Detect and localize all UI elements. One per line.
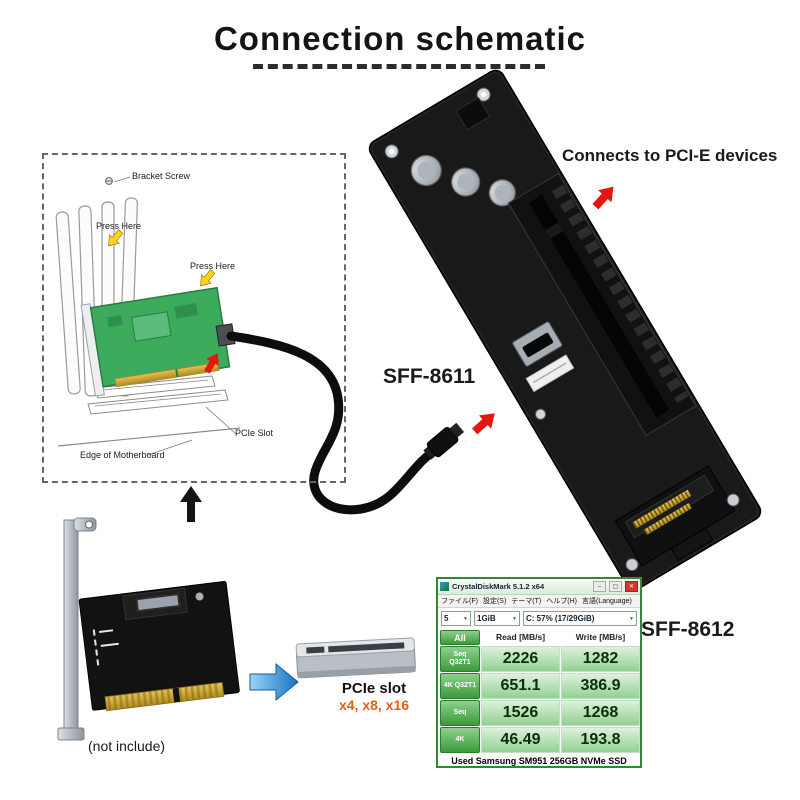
write-column-header: Write [MB/s] bbox=[561, 630, 640, 645]
seq-write-value: 1268 bbox=[561, 700, 640, 726]
pcie-x16-slot bbox=[507, 172, 697, 437]
board-sff8611-port bbox=[512, 321, 563, 367]
press-here-label: Press Here bbox=[190, 261, 236, 271]
4k-read-value: 46.49 bbox=[481, 727, 560, 753]
seq-q32t1-button[interactable]: Seq Q32T1 bbox=[440, 646, 480, 672]
benchmark-window: CrystalDiskMark 5.1.2 x64 – ▢ ✕ ファイル(F) … bbox=[436, 577, 642, 768]
benchmark-menubar: ファイル(F) 設定(S) テーマ(T) ヘルプ(H) 言語(Language) bbox=[438, 595, 640, 608]
pcie-slot-3d-graphic bbox=[295, 637, 416, 679]
sff-8611-label: SFF-8611 bbox=[383, 365, 476, 388]
bracket-screw-icon bbox=[105, 176, 131, 185]
benchmark-footer-note: Used Samsung SM951 256GB NVMe SSD bbox=[451, 756, 627, 766]
chevron-down-icon: ▼ bbox=[463, 615, 468, 622]
low-profile-card-photo bbox=[57, 517, 240, 741]
test-count-value: 5 bbox=[444, 614, 449, 623]
up-arrow-icon bbox=[180, 486, 202, 522]
cable-plug-sff8611 bbox=[423, 422, 465, 460]
seq-q32t1-write-value: 1282 bbox=[561, 646, 640, 672]
4k-q32t1-button[interactable]: 4K Q32T1 bbox=[440, 673, 480, 699]
seq-read-value: 1526 bbox=[481, 700, 560, 726]
bracket-screw-label: Bracket Screw bbox=[132, 171, 191, 181]
press-here-label: Press Here bbox=[96, 221, 142, 231]
card-sff8612-port bbox=[137, 595, 179, 611]
4k-write-value: 193.8 bbox=[561, 727, 640, 753]
4k-button[interactable]: 4K bbox=[440, 727, 480, 753]
pcie-slot-art-label: PCIe Slot bbox=[235, 428, 274, 438]
close-button[interactable]: ✕ bbox=[625, 581, 638, 592]
metal-bracket bbox=[57, 517, 97, 741]
minimize-button[interactable]: – bbox=[593, 581, 606, 592]
menu-item-help[interactable]: ヘルプ(H) bbox=[546, 598, 577, 605]
green-adapter-card-art bbox=[80, 286, 236, 397]
4k-q32t1-read-value: 651.1 bbox=[481, 673, 560, 699]
blue-arrow-icon bbox=[249, 662, 299, 702]
connects-to-pcie-label: Connects to PCI-E devices bbox=[562, 146, 778, 165]
seq-button[interactable]: Seq bbox=[440, 700, 480, 726]
pcie-slot-line-art bbox=[57, 375, 241, 456]
edge-of-motherboard-label: Edge of Motherboard bbox=[80, 450, 165, 460]
maximize-button[interactable]: ▢ bbox=[609, 581, 622, 592]
test-size-value: 1GiB bbox=[477, 614, 496, 623]
not-include-label: (not include) bbox=[88, 738, 166, 754]
riser-board bbox=[368, 69, 762, 591]
read-column-header: Read [MB/s] bbox=[481, 630, 560, 645]
red-arrow-icon bbox=[588, 180, 621, 213]
pcie-slot-caption-sizes: x4, x8, x16 bbox=[338, 697, 410, 713]
benchmark-titlebar: CrystalDiskMark 5.1.2 x64 – ▢ ✕ bbox=[438, 579, 640, 595]
menu-item-settings[interactable]: 設定(S) bbox=[482, 598, 507, 605]
all-test-button[interactable]: All bbox=[440, 630, 480, 645]
title-dashed-underline bbox=[253, 64, 545, 69]
crystaldiskmark-app-icon bbox=[440, 582, 449, 591]
menu-item-file[interactable]: ファイル(F) bbox=[441, 598, 478, 605]
target-drive-value: C: 57% (17/29GiB) bbox=[526, 614, 595, 623]
sff-8612-label: SFF-8612 bbox=[641, 618, 735, 641]
minisas-cable bbox=[226, 331, 439, 515]
benchmark-controls: 5 ▼ 1GiB ▼ C: 57% (17/29GiB) ▼ bbox=[438, 608, 640, 629]
capacitors bbox=[410, 154, 516, 207]
target-drive-select[interactable]: C: 57% (17/29GiB) ▼ bbox=[523, 611, 637, 626]
seq-q32t1-read-value: 2226 bbox=[481, 646, 560, 672]
menu-item-theme[interactable]: テーマ(T) bbox=[511, 598, 542, 605]
pcie-slot-caption-title: PCIe slot bbox=[341, 680, 407, 697]
board-sff8639-connector bbox=[614, 465, 740, 572]
test-size-select[interactable]: 1GiB ▼ bbox=[474, 611, 520, 626]
4k-q32t1-write-value: 386.9 bbox=[561, 673, 640, 699]
chevron-down-icon: ▼ bbox=[512, 615, 517, 622]
menu-item-language[interactable]: 言語(Language) bbox=[581, 598, 632, 605]
chevron-down-icon: ▼ bbox=[629, 615, 634, 622]
benchmark-table: All Read [MB/s] Write [MB/s] Seq Q32T1 2… bbox=[438, 629, 640, 754]
page-title: Connection schematic bbox=[213, 20, 587, 57]
red-arrow-icon bbox=[468, 406, 501, 439]
inductor-component bbox=[455, 96, 491, 131]
install-diagram-box bbox=[42, 153, 346, 483]
pcie-slot-caption: PCIe slot x4, x8, x16 bbox=[316, 680, 432, 713]
test-count-select[interactable]: 5 ▼ bbox=[441, 611, 471, 626]
benchmark-window-title: CrystalDiskMark 5.1.2 x64 bbox=[452, 582, 545, 591]
